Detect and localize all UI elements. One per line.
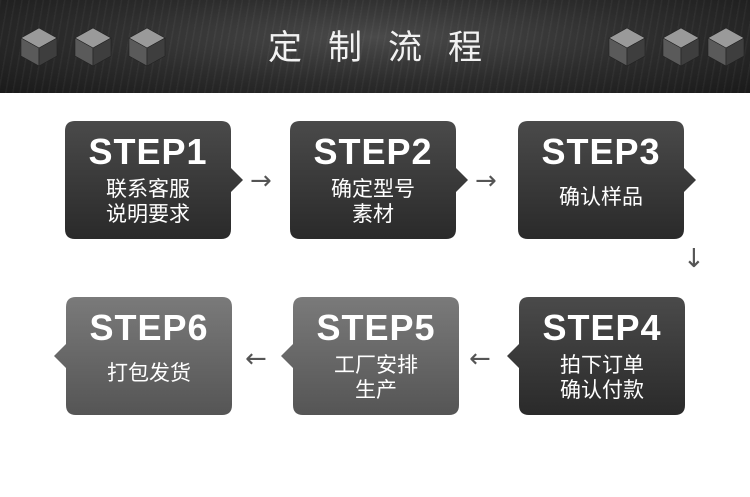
step-description-line: 工厂安排 [334, 353, 418, 377]
step-label: STEP2 [313, 131, 433, 172]
step-card-fill [281, 297, 459, 415]
step-description: 确定型号 素材 [290, 177, 456, 227]
step-card-fill [518, 121, 696, 239]
step-label: STEP1 [88, 131, 208, 172]
step-description-line: 确定型号 [331, 177, 415, 201]
step-card-2: STEP2 确定型号 素材 [290, 121, 468, 239]
arrow-left-icon: ← [245, 344, 267, 374]
step-description-line: 打包发货 [107, 361, 191, 385]
banner-header: 定制流程 [0, 0, 750, 93]
step-card-fill [54, 297, 232, 415]
step-card-shape [518, 121, 696, 239]
step-card-fill [290, 121, 468, 239]
step-card-shape [507, 297, 685, 415]
cube-icon [705, 26, 747, 68]
step-card-6: STEP6 打包发货 [54, 297, 232, 415]
step-label: STEP5 [316, 307, 436, 348]
step-label: STEP3 [541, 131, 661, 172]
page-title: 定制流程 [268, 28, 508, 68]
step-card-shape [65, 121, 243, 239]
step-description-line: 联系客服 [106, 177, 190, 201]
step-card-shape [281, 297, 459, 415]
step-description-line: 拍下订单 [560, 353, 644, 377]
step-card-fill [65, 121, 243, 239]
cube-icon [660, 26, 702, 68]
step-card-3: STEP3 确认样品 [518, 121, 696, 239]
step-description-line: 素材 [352, 202, 394, 226]
step-description: 打包发货 [66, 361, 232, 386]
step-description: 确认样品 [518, 185, 684, 210]
cube-icon [72, 26, 114, 68]
step-label: STEP6 [89, 307, 209, 348]
step-description-line: 说明要求 [106, 202, 190, 226]
step-label: STEP4 [542, 307, 662, 348]
cube-icon [126, 26, 168, 68]
cube-icon [18, 26, 60, 68]
step-description-line: 确认付款 [560, 378, 644, 402]
cube-icon [606, 26, 648, 68]
step-description-line: 生产 [355, 378, 397, 402]
step-description: 联系客服 说明要求 [65, 177, 231, 227]
step-card-fill [507, 297, 685, 415]
arrow-right-icon: → [475, 166, 497, 196]
arrow-down-icon: ↓ [683, 244, 705, 274]
step-description-line: 确认样品 [559, 185, 643, 209]
arrow-left-icon: ← [469, 344, 491, 374]
step-description: 工厂安排 生产 [293, 353, 459, 403]
arrow-right-icon: → [250, 166, 272, 196]
step-card-4: STEP4 拍下订单 确认付款 [507, 297, 685, 415]
step-card-shape [290, 121, 468, 239]
step-card-shape [54, 297, 232, 415]
step-card-1: STEP1 联系客服 说明要求 [65, 121, 243, 239]
step-card-5: STEP5 工厂安排 生产 [281, 297, 459, 415]
step-description: 拍下订单 确认付款 [519, 353, 685, 403]
